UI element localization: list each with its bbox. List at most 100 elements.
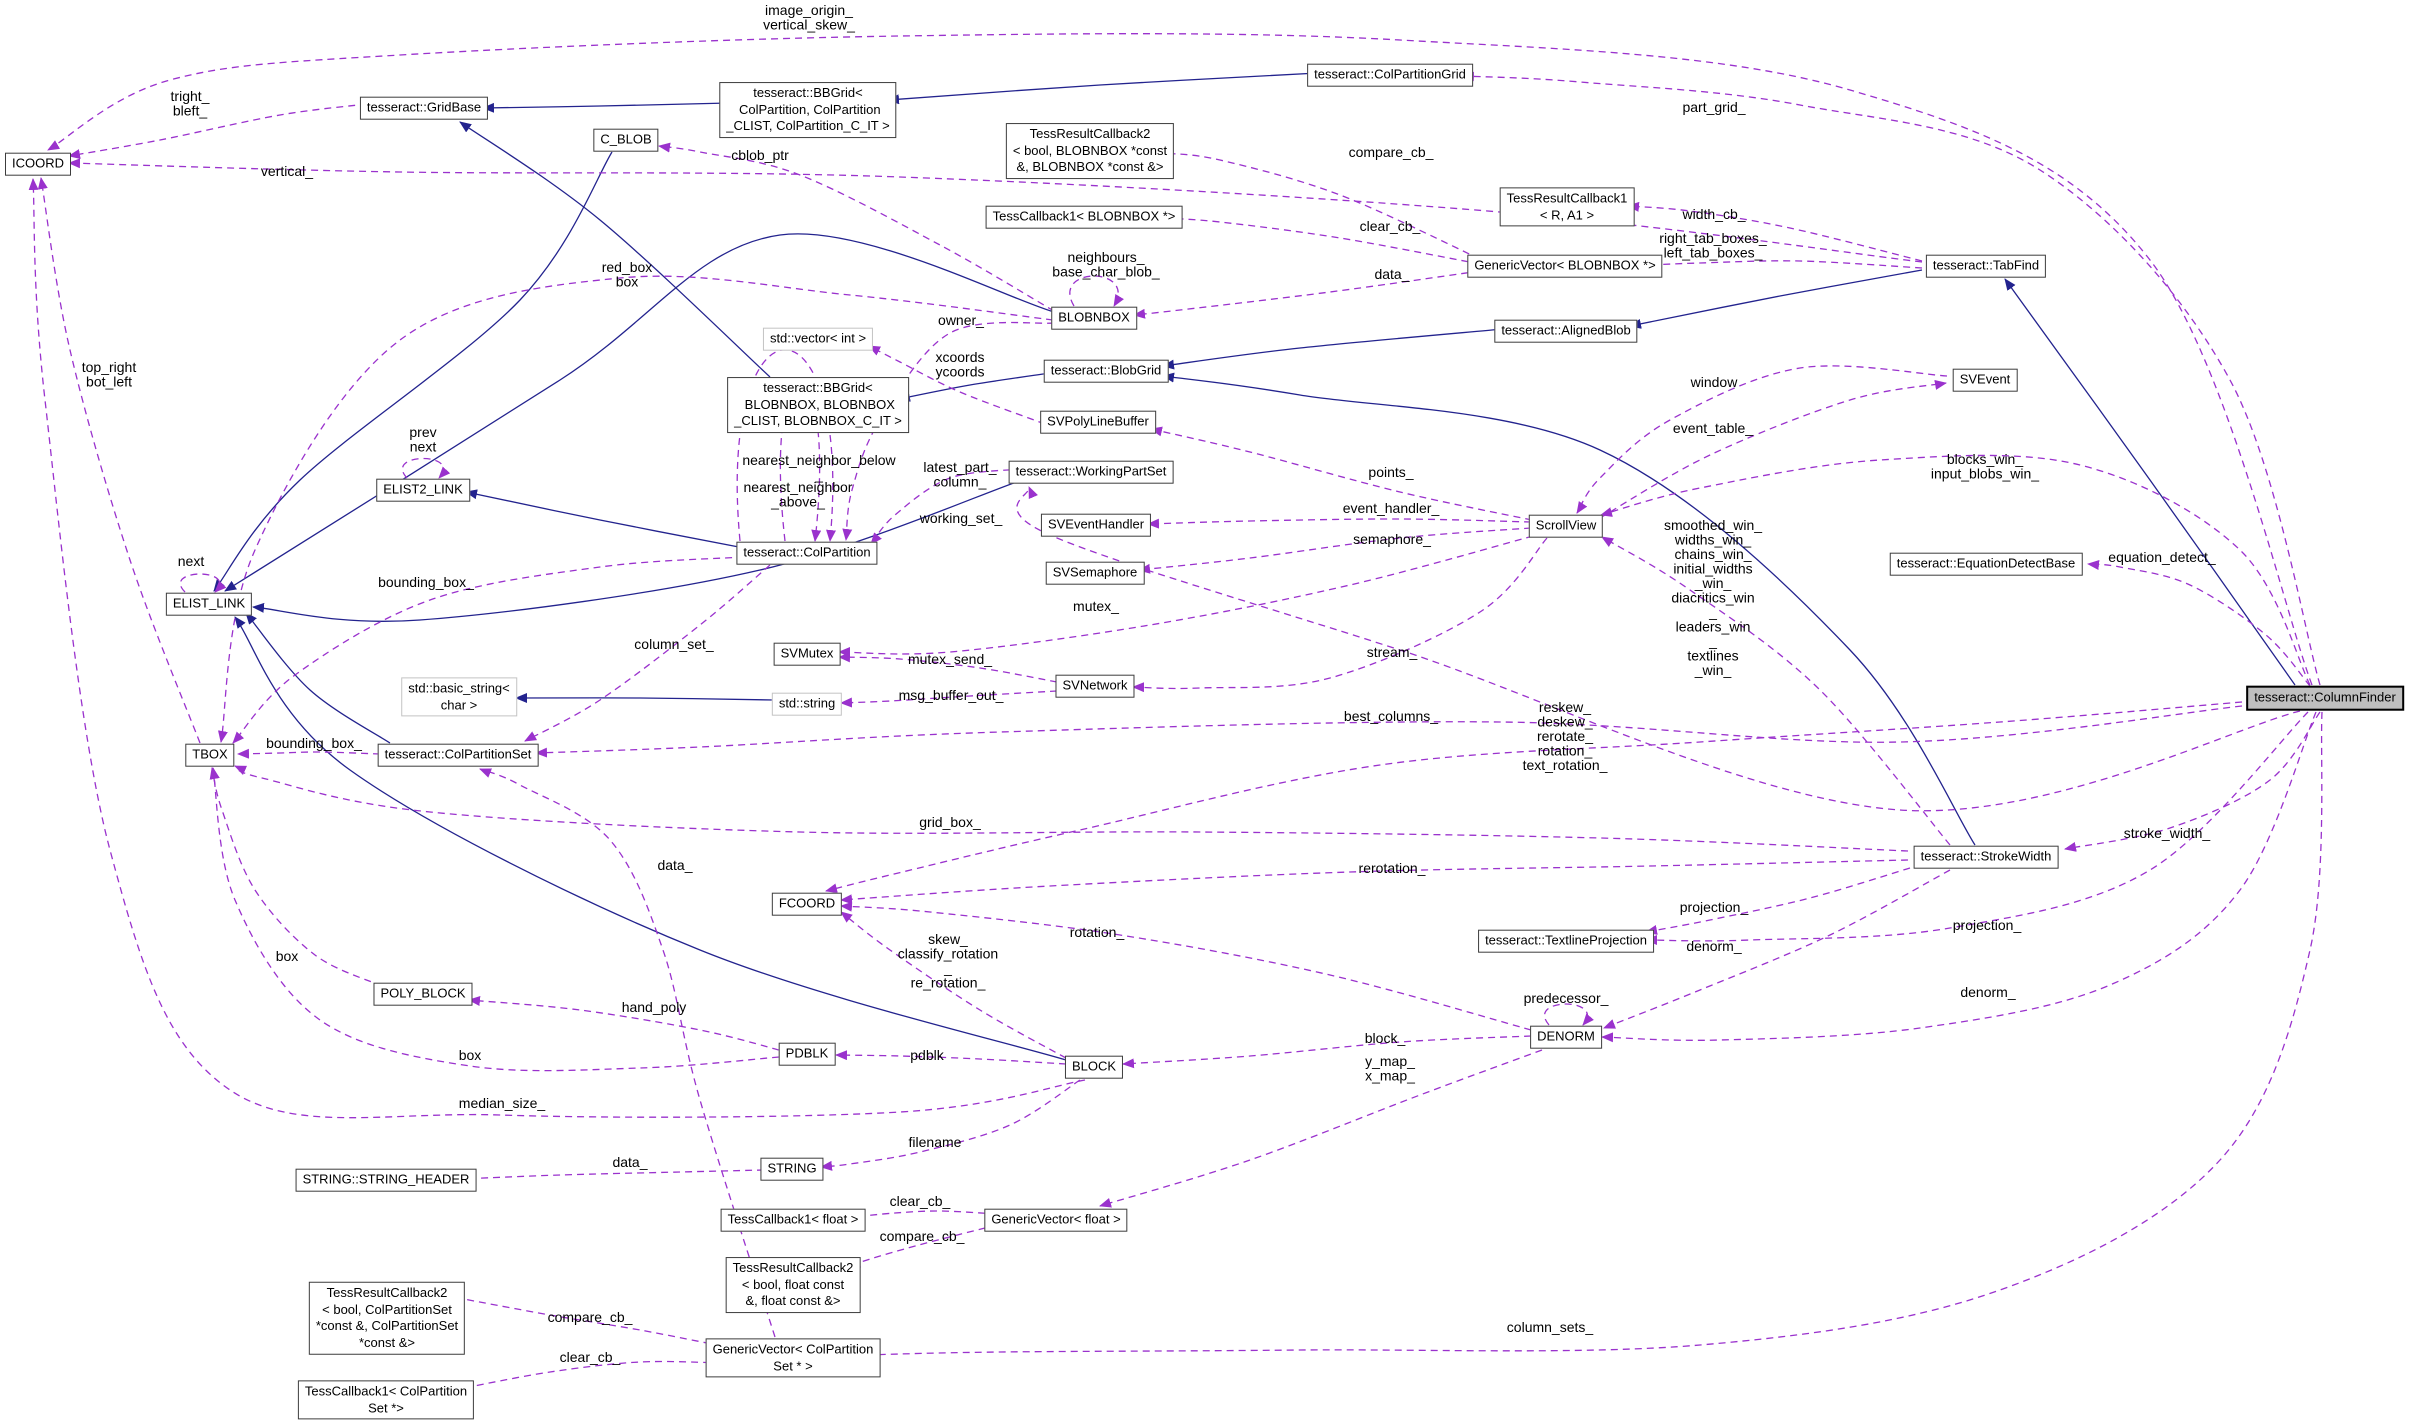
edge-label-gvcps-tc1cps: clear_cb_	[560, 1349, 621, 1365]
edge-label-blobnbox-cblob: cblob_ptr	[731, 147, 789, 163]
edge-label-denorm-gvfloat: y_map_x_map_	[1365, 1053, 1415, 1084]
node-tc1-blobnbox[interactable]: TessCallback1< BLOBNBOX *>	[985, 205, 1183, 229]
edge-label-strokewidth-denorm: denorm_	[1686, 938, 1741, 954]
node-tbox[interactable]: TBOX	[185, 743, 235, 767]
edge-svnetwork-string	[840, 690, 1058, 708]
edge-gvblobnbox-blobnbox	[1133, 270, 1481, 319]
node-colpartitionset[interactable]: tesseract::ColPartitionSet	[377, 743, 539, 767]
edge-label-svnetwork-string: msg_buffer_out_	[899, 687, 1004, 703]
node-gv-colpartitionset[interactable]: GenericVector< ColPartition Set * >	[705, 1338, 881, 1378]
node-trc1-ra1[interactable]: TessResultCallback1 < R, A1 >	[1499, 187, 1635, 227]
node-denorm[interactable]: DENORM	[1530, 1025, 1602, 1049]
node-equationdetectbase[interactable]: tesseract::EquationDetectBase	[1889, 552, 2083, 576]
node-elist-link[interactable]: ELIST_LINK	[165, 592, 253, 616]
edge-label-gvcps-trc2cps: compare_cb_	[548, 1309, 633, 1325]
edge-label-gvblobnbox-tc1: clear_cb_	[1360, 218, 1421, 234]
edge-workingpartset-elistlink	[252, 479, 1023, 622]
edge-block-fcoord	[840, 911, 1067, 1059]
node-string-header[interactable]: STRING::STRING_HEADER	[295, 1168, 477, 1192]
edge-blobgrid-bbgridbb	[898, 372, 1051, 402]
node-svnetwork[interactable]: SVNetwork	[1055, 674, 1135, 698]
edge-label-columnfinder-colpartitiongrid: part_grid_	[1682, 99, 1745, 115]
node-gv-float[interactable]: GenericVector< float >	[984, 1208, 1128, 1232]
edge-denorm-block	[1122, 1035, 1532, 1069]
edge-label-scrollview-sveventhandler: event_handler_	[1343, 500, 1440, 516]
node-std-string[interactable]: std::string	[771, 692, 843, 716]
node-gv-blobnbox[interactable]: GenericVector< BLOBNBOX *>	[1467, 254, 1663, 278]
node-trc2-blobnbox[interactable]: TessResultCallback2 < bool, BLOBNBOX *co…	[1005, 123, 1175, 179]
edge-label-block-pdblk: pdblk	[910, 1047, 944, 1063]
edge-label-strokewidth-textlineproj: projection_	[1680, 899, 1749, 915]
node-icoord[interactable]: ICOORD	[5, 152, 71, 176]
node-columnfinder[interactable]: tesseract::ColumnFinder	[2246, 685, 2404, 711]
edge-columnfinder-scrollview	[1600, 454, 2311, 686]
node-textlineprojection[interactable]: tesseract::TextlineProjection	[1478, 929, 1654, 953]
edge-svnetwork-svmutex	[838, 652, 1058, 683]
edge-tabfind-icoord	[68, 158, 1923, 263]
node-tabfind[interactable]: tesseract::TabFind	[1925, 254, 2047, 278]
edge-gridbase-icoord	[68, 103, 368, 160]
node-scrollview[interactable]: ScrollView	[1528, 514, 1604, 538]
node-svsemaphore[interactable]: SVSemaphore	[1045, 561, 1145, 585]
node-alignedblob[interactable]: tesseract::AlignedBlob	[1494, 319, 1638, 343]
edge-label-columnfinder-icoord: image_origin_vertical_skew_	[763, 2, 855, 33]
node-fcoord[interactable]: FCOORD	[771, 892, 843, 916]
edge-label-pdblk-polyblock: hand_poly	[622, 999, 687, 1015]
node-sveventhandler[interactable]: SVEventHandler	[1040, 513, 1152, 537]
edge-gvfloat-trc2float	[848, 1224, 998, 1268]
edge-label-gvblobnbox-blobnbox: data_	[1374, 266, 1409, 282]
edge-label-colpartitionset-tbox: bounding_box_	[266, 735, 362, 751]
edge-label-blobnbox-colpartition: owner_	[938, 312, 984, 328]
node-workingpartset[interactable]: tesseract::WorkingPartSet	[1008, 460, 1174, 484]
node-blobgrid[interactable]: tesseract::BlobGrid	[1043, 359, 1169, 383]
edge-label-columnfinder-denorm: denorm_	[1960, 984, 2015, 1000]
node-strokewidth[interactable]: tesseract::StrokeWidth	[1913, 845, 2059, 869]
node-pdblk[interactable]: PDBLK	[778, 1042, 836, 1066]
node-string[interactable]: STRING	[760, 1157, 824, 1181]
edge-gvblobnbox-trc2	[1160, 149, 1481, 260]
edge-label-svnetwork-svmutex: mutex_send_	[908, 651, 992, 667]
node-colpartition[interactable]: tesseract::ColPartition	[736, 541, 878, 565]
edge-scrollview-svevent	[1599, 379, 1947, 519]
node-bbgrid-blobnbox[interactable]: tesseract::BBGrid< BLOBNBOX, BLOBNBOX _C…	[727, 377, 909, 433]
node-svevent[interactable]: SVEvent	[1952, 368, 2018, 392]
node-tc1-float[interactable]: TessCallback1< float >	[720, 1208, 866, 1232]
node-svpolylinebuffer[interactable]: SVPolyLineBuffer	[1040, 410, 1156, 434]
edge-cblob-elistlink	[213, 151, 613, 592]
node-basic-string[interactable]: std::basic_string< char >	[401, 677, 517, 717]
edge-label-block-fcoord: skew_classify_rotation_re_rotation_	[898, 931, 998, 991]
edge-label-colpartition-self-above: nearest_neighbor_above_	[744, 479, 853, 510]
edge-columnfinder-icoord	[47, 33, 2313, 686]
node-elist2-link[interactable]: ELIST2_LINK	[376, 478, 470, 502]
edge-denorm-gvfloat	[1099, 1049, 1543, 1208]
node-trc2-colpartitionset[interactable]: TessResultCallback2 < bool, ColPartition…	[308, 1281, 466, 1355]
edge-bbgridcp-gridbase	[482, 102, 730, 113]
edge-columnfinder-colpartitionset	[535, 705, 2243, 758]
edge-scrollview-sveventhandler	[1147, 518, 1532, 529]
node-svmutex[interactable]: SVMutex	[773, 642, 841, 666]
edge-label-scrollview-svsemaphore: semaphore_	[1353, 531, 1431, 547]
edge-label-tabfind-gvblobnbox: right_tab_boxes_left_tab_boxes_	[1659, 230, 1767, 261]
edge-columnfinder-tabfind	[2004, 278, 2296, 686]
node-tc1-colpartitionset[interactable]: TessCallback1< ColPartition Set *>	[297, 1380, 475, 1420]
edge-columnfinder-denorm	[1601, 711, 2317, 1043]
edge-scrollview-svmutex	[838, 535, 1534, 658]
edge-label-scrollview-svnetwork: stream_	[1367, 644, 1418, 660]
edge-svevent-scrollview	[1576, 365, 1948, 514]
edge-blobnbox-cblob	[658, 142, 1055, 312]
node-c-blob[interactable]: C_BLOB	[593, 128, 659, 152]
node-trc2-float[interactable]: TessResultCallback2 < bool, float const …	[725, 1257, 861, 1313]
edge-elist2link-self	[401, 457, 451, 479]
edge-label-columnfinder-gvcps: column_sets_	[1507, 1319, 1594, 1335]
node-gridbase[interactable]: tesseract::GridBase	[359, 96, 489, 120]
node-vector-int[interactable]: std::vector< int >	[762, 327, 874, 351]
node-poly-block[interactable]: POLY_BLOCK	[373, 982, 473, 1006]
node-blobnbox[interactable]: BLOBNBOX	[1051, 306, 1137, 330]
node-block[interactable]: BLOCK	[1064, 1055, 1124, 1079]
node-colpartitiongrid[interactable]: tesseract::ColPartitionGrid	[1307, 63, 1473, 87]
edge-strokewidth-denorm	[1603, 869, 1951, 1029]
node-bbgrid-colpartition[interactable]: tesseract::BBGrid< ColPartition, ColPart…	[719, 82, 897, 138]
